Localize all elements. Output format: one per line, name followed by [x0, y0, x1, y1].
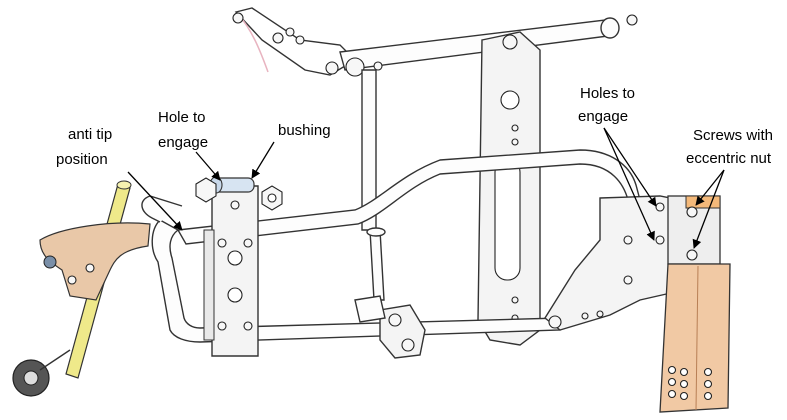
hole-to-engage-leader-arrow: [195, 151, 221, 181]
holes-to-engage-label-line-1: Holes to: [580, 85, 635, 102]
annotation-holes-to-engage: Holes to engage: [578, 85, 657, 241]
holes-leader-arrow-1: [603, 127, 657, 207]
screws-label-line-1: Screws with: [693, 127, 773, 144]
top-cross-tube: [325, 14, 638, 77]
annotation-bushing: bushing: [251, 122, 331, 179]
bushing-label: bushing: [278, 122, 331, 139]
footrest-clamp: [667, 195, 721, 265]
holes-to-engage-label-line-2: engage: [578, 108, 628, 125]
screws-label-line-2: eccentric nut: [686, 150, 772, 167]
footrest-bracket: [659, 263, 731, 413]
screws-leader-arrow-2: [692, 169, 725, 249]
annotation-hole-to-engage: Hole to engage: [158, 109, 221, 181]
anti-tip-assembly: [12, 180, 151, 397]
right-side-plate: [544, 195, 685, 331]
hole-to-engage-label-line-2: engage: [158, 134, 208, 151]
anti-tip-leader-arrow: [127, 171, 183, 231]
bushing-leader-arrow: [251, 141, 275, 179]
annotation-anti-tip-position: anti tip position: [56, 126, 183, 231]
holes-leader-arrow-2: [603, 127, 655, 241]
vertical-tubes: [361, 69, 386, 301]
screws-leader-arrow-1: [695, 169, 725, 206]
anti-tip-label-line-2: position: [56, 151, 108, 168]
anti-tip-label-line-1: anti tip: [68, 126, 112, 143]
center-side-plate: [477, 31, 541, 346]
anti-tip-clamp-plate: [203, 185, 259, 357]
hole-to-engage-label-line-1: Hole to: [158, 109, 206, 126]
lower-center-bracket: [354, 295, 426, 359]
annotation-screws-eccentric-nut: Screws with eccentric nut: [686, 127, 773, 249]
bushing: [195, 176, 283, 211]
